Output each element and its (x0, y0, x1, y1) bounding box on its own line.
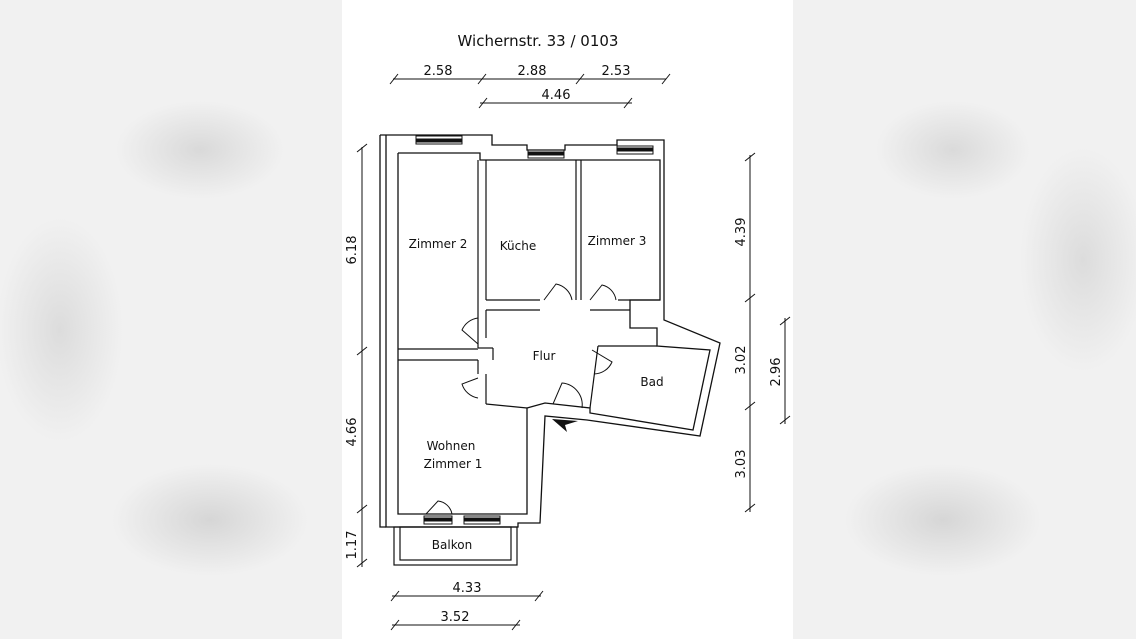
dimension-left-upper: 6.18 (345, 236, 360, 265)
dimension-right-lower: 3.03 (734, 450, 749, 479)
dimension-top-a: 2.58 (424, 64, 453, 79)
dimension-right-middle: 3.02 (734, 346, 749, 375)
outer-walls (379, 134, 721, 528)
room-label-bad: Bad (640, 375, 663, 389)
room-label-zimmer-2: Zimmer 2 (409, 237, 468, 251)
dimension-left-middle: 4.66 (345, 418, 360, 447)
dimension-right-outer: 2.96 (769, 358, 784, 387)
room-label-kueche: Küche (500, 239, 536, 253)
top-total-dimension (478, 97, 633, 109)
dimension-right-upper: 4.39 (734, 218, 749, 247)
entrance-arrow-icon (552, 419, 578, 432)
room-label-zimmer-3: Zimmer 3 (588, 234, 647, 248)
dimension-left-lower: 1.17 (345, 531, 360, 560)
balcony (393, 526, 518, 566)
dimension-top-b: 2.88 (518, 64, 547, 79)
dimension-bottom-a: 4.33 (453, 581, 482, 596)
interior-walls (398, 160, 660, 409)
floor-plan-sheet (342, 0, 793, 639)
blurred-background-right (793, 0, 1136, 639)
plan-title: Wichernstr. 33 / 0103 (458, 32, 619, 50)
room-label-zimmer-1: Zimmer 1 (424, 457, 483, 471)
blurred-background-left (0, 0, 342, 639)
door-swings (425, 283, 617, 515)
room-label-balkon: Balkon (432, 538, 472, 552)
top-dimension-row (389, 73, 671, 85)
dimension-bottom-b: 3.52 (441, 610, 470, 625)
windows (415, 135, 654, 525)
left-dimension-column (356, 143, 368, 568)
room-label-wohnen: Wohnen (427, 439, 476, 453)
dimension-top-total: 4.46 (542, 88, 571, 103)
right-outer-dimension (779, 316, 791, 425)
dimension-top-c: 2.53 (602, 64, 631, 79)
bottom-dimension-rows (390, 590, 544, 631)
room-label-flur: Flur (533, 349, 556, 363)
right-dimension-column (744, 152, 756, 513)
